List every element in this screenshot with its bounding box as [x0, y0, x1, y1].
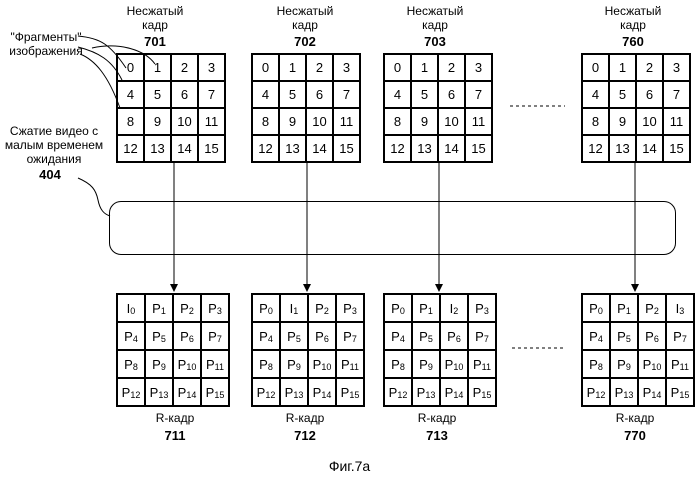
fragments-leader-1 — [78, 36, 126, 68]
fragments-leader-3 — [80, 54, 120, 108]
fragments-leader-2 — [78, 47, 122, 80]
compression-leader — [78, 178, 110, 216]
fragments-leader-4 — [92, 46, 155, 64]
